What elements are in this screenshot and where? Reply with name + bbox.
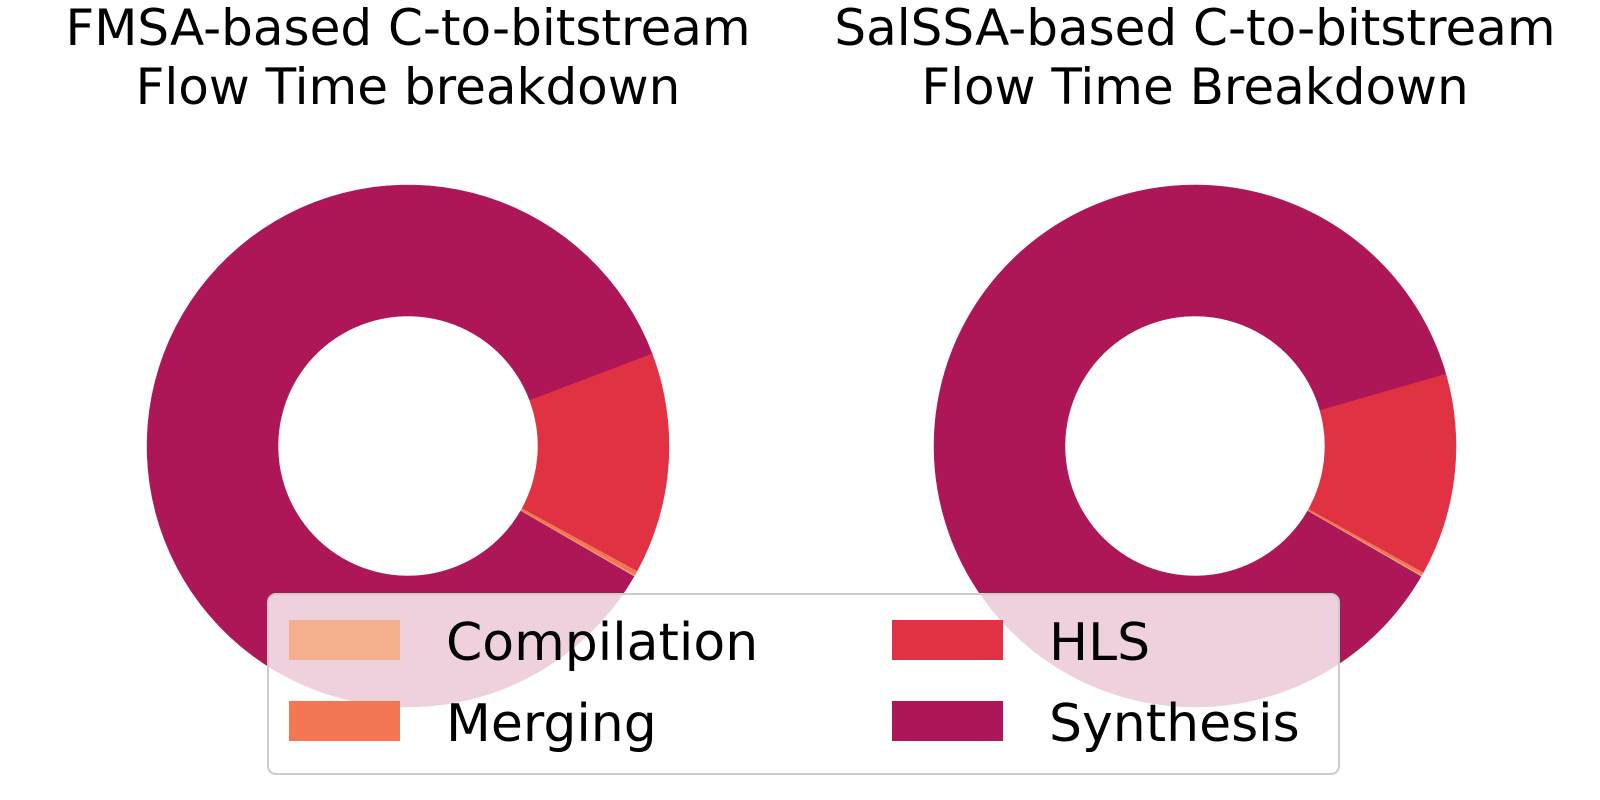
legend-frame <box>267 593 1340 775</box>
legend-label-compilation: Compilation <box>446 613 758 673</box>
legend-label-hls: HLS <box>1049 613 1150 673</box>
legend: Compilation HLS Merging Synthesis <box>267 593 1340 775</box>
donut-chart-fmsa: FMSA-based C-to-bitstream Flow Time brea… <box>65 0 751 708</box>
chart-title-line-1: FMSA-based C-to-bitstream <box>65 0 750 57</box>
chart-title-line-2: Flow Time Breakdown <box>921 58 1468 116</box>
donut-slices <box>146 184 670 708</box>
slice-hls <box>521 353 670 572</box>
chart-title-line-2: Flow Time breakdown <box>136 58 681 116</box>
donut-chart-salssa: SalSSA-based C-to-bitstream Flow Time Br… <box>834 0 1556 708</box>
legend-swatch-compilation <box>289 620 400 660</box>
donut-slices <box>933 184 1457 708</box>
legend-swatch-hls <box>892 620 1003 660</box>
chart-title-line-1: SalSSA-based C-to-bitstream <box>834 0 1555 57</box>
legend-swatch-merging <box>289 701 400 741</box>
slice-hls <box>1308 373 1457 573</box>
legend-label-merging: Merging <box>446 694 657 754</box>
legend-label-synthesis: Synthesis <box>1049 694 1300 754</box>
legend-swatch-synthesis <box>892 701 1003 741</box>
